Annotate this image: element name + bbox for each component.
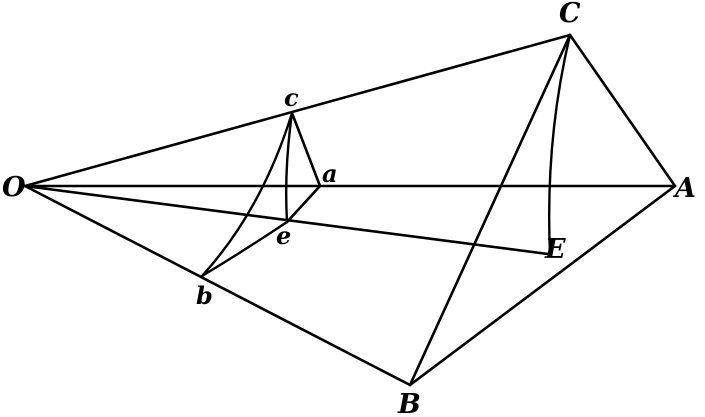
- label-B: B: [397, 389, 421, 417]
- line-a-e: [285, 184, 322, 224]
- line-B-C: [408, 33, 572, 387]
- line-c-a: [290, 111, 322, 188]
- arc-c-e: [284, 111, 294, 224]
- line-O-B: [23, 184, 412, 387]
- line-A-B: [408, 184, 677, 387]
- label-b: b: [196, 281, 213, 310]
- label-a: a: [322, 159, 338, 188]
- arc-C-E: [548, 33, 572, 256]
- arc-c-b: [200, 111, 294, 278]
- label-e: e: [276, 221, 291, 250]
- label-c: c: [284, 83, 299, 112]
- label-O: O: [2, 172, 26, 203]
- label-A: A: [672, 173, 696, 204]
- line-C-A: [568, 33, 677, 188]
- arc-e-b: [200, 220, 289, 278]
- line-O-C: [23, 33, 572, 188]
- label-E: E: [544, 234, 566, 265]
- label-C: C: [559, 0, 581, 29]
